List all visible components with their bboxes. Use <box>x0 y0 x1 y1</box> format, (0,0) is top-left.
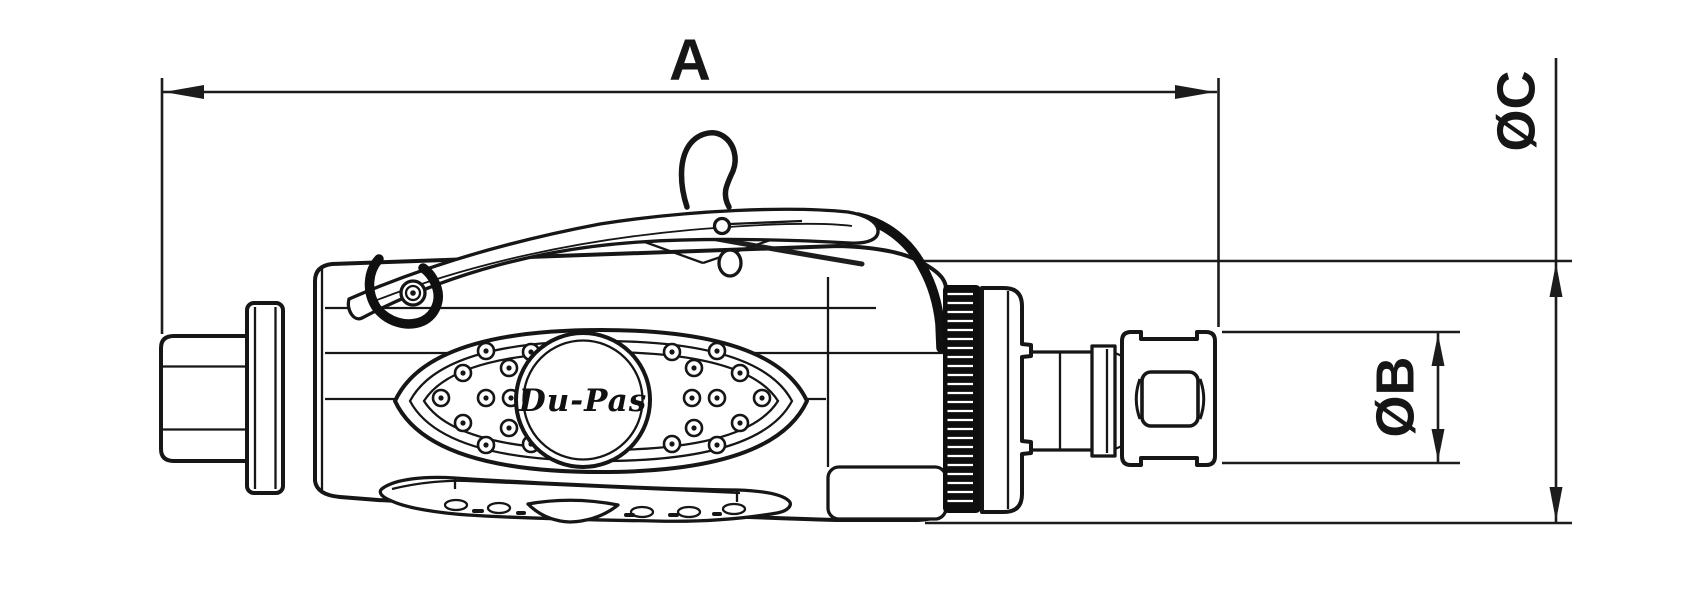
dimension-c-down-arrow-icon <box>1549 487 1563 521</box>
dimension-c-label: ØC <box>1486 71 1546 152</box>
grip-plate-dashes <box>472 509 722 517</box>
dimension-b-down-arrow-icon <box>1431 429 1445 461</box>
knurled-ring <box>943 285 981 513</box>
safety-lock-wire <box>678 130 738 210</box>
badge-dot-centers <box>438 348 765 448</box>
air-inlet <box>159 334 249 463</box>
lever-blade <box>346 207 880 321</box>
grip-plate <box>378 475 792 524</box>
lever-rear-curl <box>853 212 946 353</box>
exhaust-cover <box>826 465 948 521</box>
collet-wrench-flat <box>1140 370 1200 428</box>
dimension-b-label: ØB <box>1365 357 1425 438</box>
dimension-b: ØB <box>1222 330 1460 465</box>
throttle-valve-pin <box>717 248 743 278</box>
brand-badge: Du-Pas <box>393 328 809 474</box>
dimension-a-left-arrow-icon <box>164 85 204 99</box>
front-bell-housing <box>980 286 1033 514</box>
badge-center-ring <box>514 331 652 469</box>
brand-logo-text: Du-Pas <box>518 383 647 419</box>
dimension-a-right-arrow-icon <box>1175 85 1215 99</box>
dimension-c-up-arrow-icon <box>1549 263 1563 297</box>
dimension-a: A <box>160 28 1220 334</box>
rear-collar <box>245 301 285 495</box>
collet-nut <box>1120 330 1217 467</box>
die-grinder-illustration: Du-Pas <box>159 130 1217 524</box>
lever-link-pin <box>712 216 732 236</box>
dimension-b-up-arrow-icon <box>1431 334 1445 366</box>
throttle-lever <box>346 130 946 353</box>
dimension-c: ØC <box>917 58 1572 525</box>
spindle <box>1031 344 1123 458</box>
dimension-a-label: A <box>669 28 711 93</box>
lever-front-curl <box>364 254 443 329</box>
